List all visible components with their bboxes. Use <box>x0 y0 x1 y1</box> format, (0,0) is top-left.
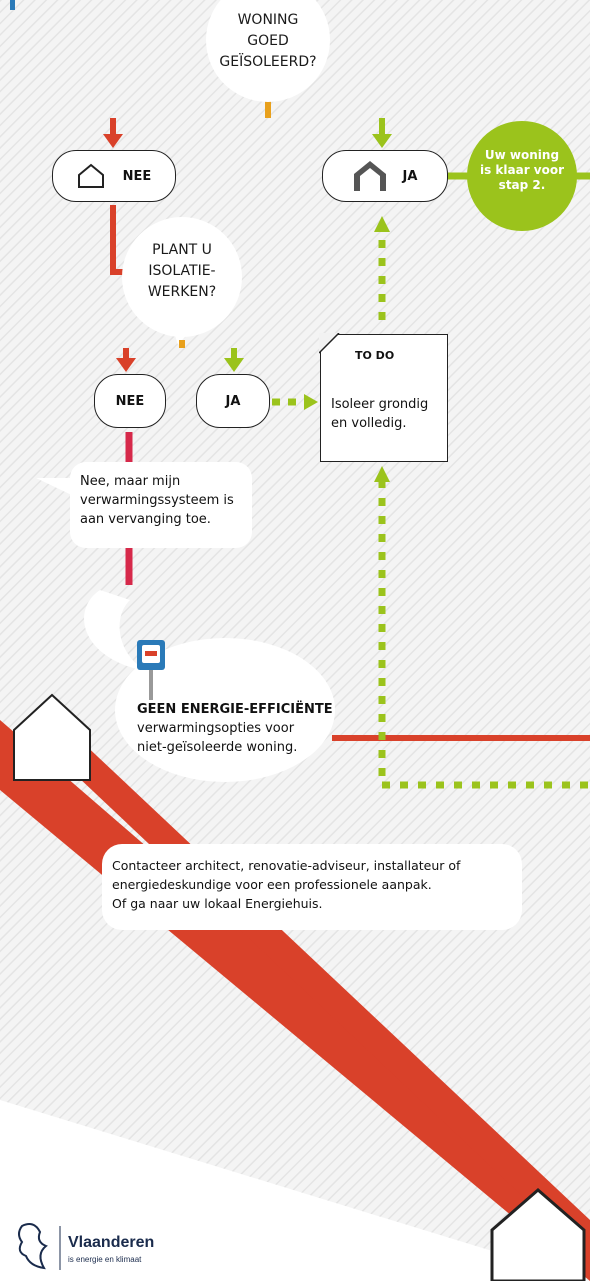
heating-note-text: Nee, maar mijn verwarmingssysteem is aan… <box>80 472 250 529</box>
logo-name: Vlaanderen <box>68 1234 155 1251</box>
warning-bubble <box>115 638 335 782</box>
heating-note-tail <box>36 478 82 500</box>
ready-label: Uw woning is klaar voor stap 2. <box>472 148 572 193</box>
white-ground-area <box>0 1100 590 1281</box>
warning-title: GEEN ENERGIE-EFFICIËNTE <box>137 702 333 717</box>
folded-corner-icon <box>319 333 340 354</box>
question1-line3: GEÏSOLEERD? <box>219 54 317 70</box>
house-insulated-icon <box>353 161 386 191</box>
house-icon-left <box>13 693 91 781</box>
contact-line3: Of ga naar uw lokaal Energiehuis. <box>112 896 323 911</box>
heating-note-line3: aan vervanging toe. <box>80 512 211 527</box>
question2-circle <box>122 217 242 337</box>
arrow-to-ja-2 <box>224 358 244 372</box>
arrow-to-todo <box>304 394 318 410</box>
todo-card: TO DO Isoleer grondig en volledig. <box>319 333 448 462</box>
ready-line1: Uw woning <box>484 148 560 162</box>
heating-note-line1: Nee, maar mijn <box>80 474 181 489</box>
todo-text: Isoleer grondig en volledig. <box>331 395 428 433</box>
todo-title: TO DO <box>355 349 395 362</box>
arrow-to-ja-1 <box>372 134 392 148</box>
heating-note-bubble <box>70 462 252 548</box>
answer-yes-1-pill: JA <box>322 150 448 202</box>
ready-circle <box>467 121 577 231</box>
answer-no-1-label: NEE <box>122 168 152 184</box>
arrow-up-to-ja1 <box>374 216 390 232</box>
contact-text: Contacteer architect, renovatie-adviseur… <box>112 856 522 913</box>
answer-no-2-pill: NEE <box>94 374 166 428</box>
question1-line1: WONING <box>237 12 299 28</box>
arrow-up-to-todo <box>374 466 390 482</box>
answer-no-2-label: NEE <box>115 393 145 409</box>
warning-bubble-tail <box>84 590 150 672</box>
contact-bubble <box>102 844 522 930</box>
question2-line3: WERKEN? <box>147 284 217 300</box>
question2-line1: PLANT U <box>152 242 212 258</box>
heating-note-line2: verwarmingssysteem is <box>80 493 234 508</box>
warning-text: GEEN ENERGIE-EFFICIËNTE verwarmingsoptie… <box>137 700 337 757</box>
arrow-to-nee-2 <box>116 358 136 372</box>
question1-label: WONING GOED GEÏSOLEERD? <box>206 10 330 73</box>
arrow-to-nee-1 <box>103 134 123 148</box>
answer-no-1-pill: NEE <box>52 150 176 202</box>
answer-yes-1-label: JA <box>402 168 418 184</box>
question1-circle <box>206 0 330 102</box>
question2-tail <box>170 320 200 345</box>
ready-line2: is klaar voor <box>479 163 565 177</box>
todo-line2: en volledig. <box>331 416 407 431</box>
answer-yes-2-label: JA <box>225 393 241 409</box>
contact-line2: energiedeskundige voor een professionele… <box>112 877 432 892</box>
answer-yes-2-pill: JA <box>196 374 270 428</box>
question2-label: PLANT U ISOLATIE- WERKEN? <box>130 240 234 303</box>
logo-tagline: is energie en klimaat <box>68 1255 142 1264</box>
question1-line2: GOED <box>247 33 289 49</box>
no-entry-sign-icon <box>137 640 165 700</box>
lion-logo-icon <box>18 1223 61 1270</box>
warning-line2: niet-geïsoleerde woning. <box>137 740 298 755</box>
ready-line3: stap 2. <box>498 178 546 192</box>
question2-line2: ISOLATIE- <box>148 263 216 279</box>
house-outline-icon <box>77 163 104 188</box>
todo-line1: Isoleer grondig <box>331 397 429 412</box>
warning-line1: verwarmingsopties voor <box>137 721 295 736</box>
house-icon-bottom-right <box>490 1188 586 1281</box>
contact-line1: Contacteer architect, renovatie-adviseur… <box>112 858 461 873</box>
top-marker <box>10 0 15 10</box>
